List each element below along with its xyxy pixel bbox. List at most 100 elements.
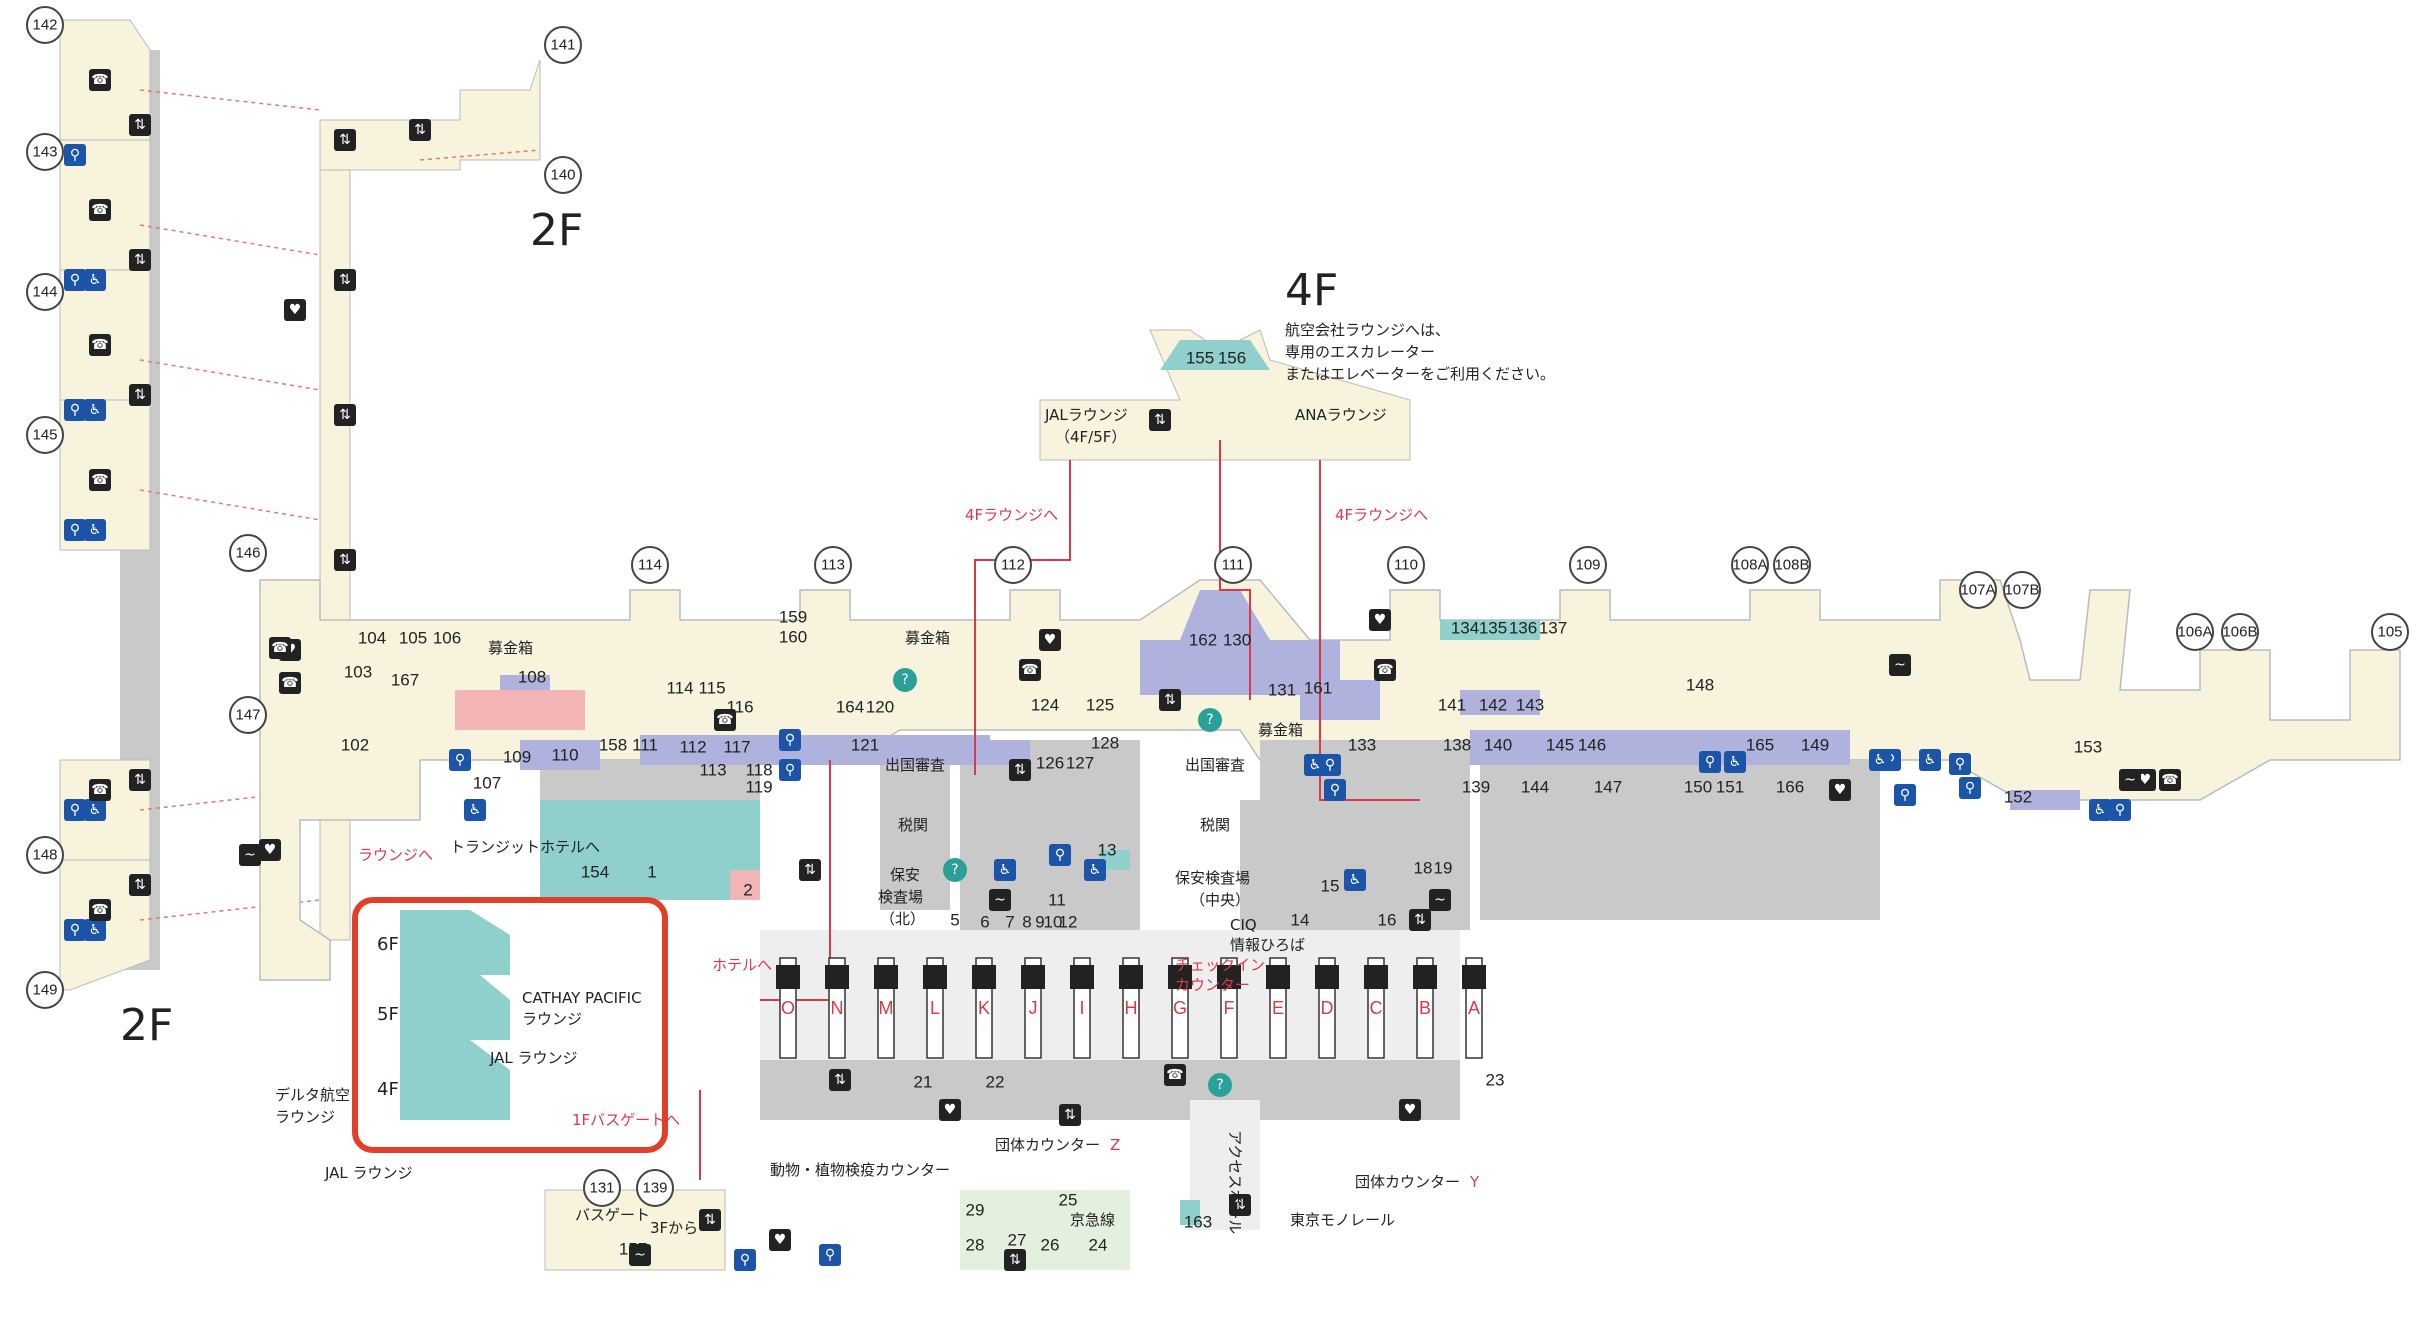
checkin-counter: J (1021, 957, 1045, 1059)
inset-floor-4f: 4F (377, 1079, 399, 1100)
shop-number: 147 (1594, 778, 1622, 797)
info-icon: ? (893, 668, 917, 692)
shop-number: 166 (1776, 778, 1804, 797)
restroom-icon: ⚲ (779, 759, 801, 781)
departure-exam-north: 出国審査 (885, 756, 945, 774)
gate-number: 140 (550, 167, 575, 184)
svg-text:~: ~ (634, 1247, 646, 1263)
checkin-counter: M (874, 957, 898, 1059)
cathay-lounge-line-1: CATHAY PACIFIC (522, 989, 642, 1007)
gate-marker: 140 (544, 156, 582, 194)
shop-number: 162 (1189, 631, 1217, 650)
shop-number: 112 (679, 738, 706, 757)
checkin-counter-label-1: チェックイン (1175, 956, 1265, 974)
svg-text:⇅: ⇅ (339, 272, 351, 288)
phone-icon: ☎ (89, 899, 111, 921)
counter-letter: C (1370, 998, 1383, 1018)
shop-number: 28 (966, 1236, 985, 1255)
elevator-icon: ⇅ (129, 249, 151, 271)
gate-marker: 142 (26, 6, 64, 44)
to-4f-lounge-right: 4Fラウンジへ (1335, 506, 1428, 524)
wheelchair-icon: ♿ (84, 269, 106, 291)
departure-exam-central: 出国審査 (1185, 756, 1245, 774)
group-counter-y-letter: Y (1469, 1173, 1480, 1191)
svg-text:☎: ☎ (2161, 772, 2178, 788)
info-icon: ? (943, 858, 967, 882)
svg-text:♿: ♿ (1874, 752, 1887, 768)
shop-number: 27 (1008, 1231, 1027, 1250)
gate-number: 144 (32, 284, 57, 301)
restroom-icon: ⚲ (1049, 844, 1071, 866)
svg-text:~: ~ (994, 892, 1006, 908)
phone-icon: ☎ (2159, 769, 2181, 791)
checkin-counter: H (1119, 957, 1143, 1059)
security-north-2: 検査場 (878, 888, 923, 906)
svg-text:⚲: ⚲ (1900, 787, 1910, 803)
shop-number: 120 (866, 698, 894, 717)
shop-number: 105 (399, 629, 427, 648)
shop-number: 107 (473, 774, 501, 793)
aed-icon: ♥ (939, 1099, 961, 1121)
smoking-icon: ~ (2119, 769, 2141, 791)
gate-marker: 112 (994, 546, 1032, 584)
restroom-icon: ⚲ (64, 919, 86, 941)
svg-text:☎: ☎ (91, 202, 108, 218)
restroom-icon: ⚲ (1324, 779, 1346, 801)
svg-text:⚲: ⚲ (70, 922, 80, 938)
shop-number: 25 (1059, 1191, 1078, 1210)
elevator-icon: ⇅ (1149, 409, 1171, 431)
svg-text:♥: ♥ (264, 842, 277, 858)
gate-marker: 114 (631, 546, 669, 584)
restroom-icon: ⚲ (1894, 784, 1916, 806)
svg-text:⚲: ⚲ (1330, 782, 1340, 798)
svg-text:⚲: ⚲ (1965, 780, 1975, 796)
shop-number: 142 (1479, 696, 1507, 715)
shop-number: 11 (1048, 891, 1066, 910)
to-lounge-label: ラウンジへ (358, 846, 433, 864)
shop-number: 121 (851, 736, 879, 755)
svg-text:⚲: ⚲ (1055, 847, 1065, 863)
quarantine-counter: 動物・植物検疫カウンター (770, 1161, 950, 1179)
wheelchair-icon: ♿ (84, 399, 106, 421)
svg-text:♿: ♿ (1089, 862, 1102, 878)
svg-text:⇅: ⇅ (414, 122, 426, 138)
restroom-icon: ⚲ (734, 1249, 756, 1271)
svg-text:☎: ☎ (91, 72, 108, 88)
svg-text:⇅: ⇅ (1009, 1252, 1021, 1268)
counter-letter: D (1321, 998, 1334, 1018)
shop-number: 135 (1479, 619, 1507, 638)
phone-icon: ☎ (89, 199, 111, 221)
shop-number: 23 (1486, 1071, 1505, 1090)
restroom-icon: ⚲ (1949, 753, 1971, 775)
elevator-icon: ⇅ (129, 874, 151, 896)
svg-text:⇅: ⇅ (1164, 692, 1176, 708)
shop-number: 13 (1098, 841, 1117, 860)
shop-number: 139 (1462, 778, 1490, 797)
ciq-info-plaza: 情報ひろば (1230, 936, 1305, 954)
smoking-icon: ~ (1889, 654, 1911, 676)
shop-number: 136 (1509, 619, 1537, 638)
inset-floor-5f: 5F (377, 1004, 399, 1025)
checkin-counter: E (1266, 957, 1290, 1059)
svg-text:♥: ♥ (289, 302, 302, 318)
wheelchair-icon: ♿ (84, 799, 106, 821)
restroom-icon: ⚲ (449, 749, 471, 771)
phone-icon: ☎ (1374, 659, 1396, 681)
svg-text:☎: ☎ (716, 712, 733, 728)
to-hotel-label: ホテルへ (712, 956, 772, 974)
svg-text:♿: ♿ (1309, 757, 1322, 773)
shop-number: 117 (723, 738, 750, 757)
shop-number: 137 (1539, 619, 1567, 638)
access-hall-label: アクセスホール (1226, 1130, 1244, 1234)
counter-letter: L (930, 998, 940, 1018)
shop-number: 130 (1223, 631, 1251, 650)
gate-marker: 148 (26, 836, 64, 874)
to-transit-hotel-label: トランジットホテルへ (450, 838, 600, 856)
svg-text:♥: ♥ (1834, 782, 1847, 798)
checkin-counter: C (1364, 957, 1388, 1059)
checkin-counter: O (776, 957, 800, 1059)
shop-number: 8 (1022, 913, 1031, 932)
